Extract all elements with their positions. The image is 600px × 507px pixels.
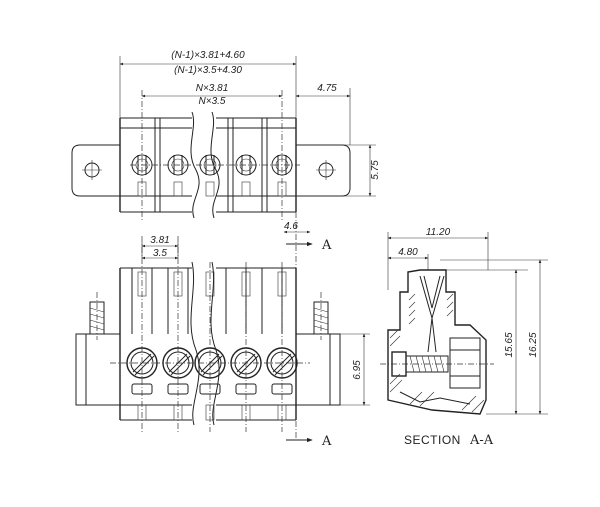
dim-pitch-span-35: N×3.5 <box>199 96 226 107</box>
section-caption-id: A-A <box>469 433 494 448</box>
dim-section-width: 11.20 <box>426 227 451 238</box>
top-view: (N-1)×3.81+4.60 (N-1)×3.5+4.30 N×3.81 N×… <box>71 50 381 440</box>
dim-pitch-span-381: N×3.81 <box>196 83 229 94</box>
dim-overall-381: (N-1)×3.81+4.60 <box>171 50 245 61</box>
dim-section-h2: 16.25 <box>528 332 539 357</box>
dim-overall-35: (N-1)×3.5+4.30 <box>174 65 242 76</box>
dim-section-offset: 4.6 <box>284 221 298 232</box>
section-caption-word: SECTION <box>404 433 461 447</box>
dim-front-height: 6.95 <box>352 360 363 380</box>
mounting-studs <box>89 292 329 340</box>
dim-height-top: 5.75 <box>370 160 381 180</box>
dim-section-inner: 4.80 <box>398 247 418 258</box>
section-mark-top: A <box>321 238 332 253</box>
section-mark-bottom: A <box>321 434 332 449</box>
front-view: 3.81 3.5 <box>75 235 370 449</box>
dim-section-h1: 15.65 <box>504 332 515 357</box>
dim-side-offset: 4.75 <box>317 83 337 94</box>
section-view: 11.20 4.80 15.65 16.25 <box>380 227 548 448</box>
dim-pitch-381: 3.81 <box>150 235 169 246</box>
dim-pitch-35: 3.5 <box>153 248 167 259</box>
